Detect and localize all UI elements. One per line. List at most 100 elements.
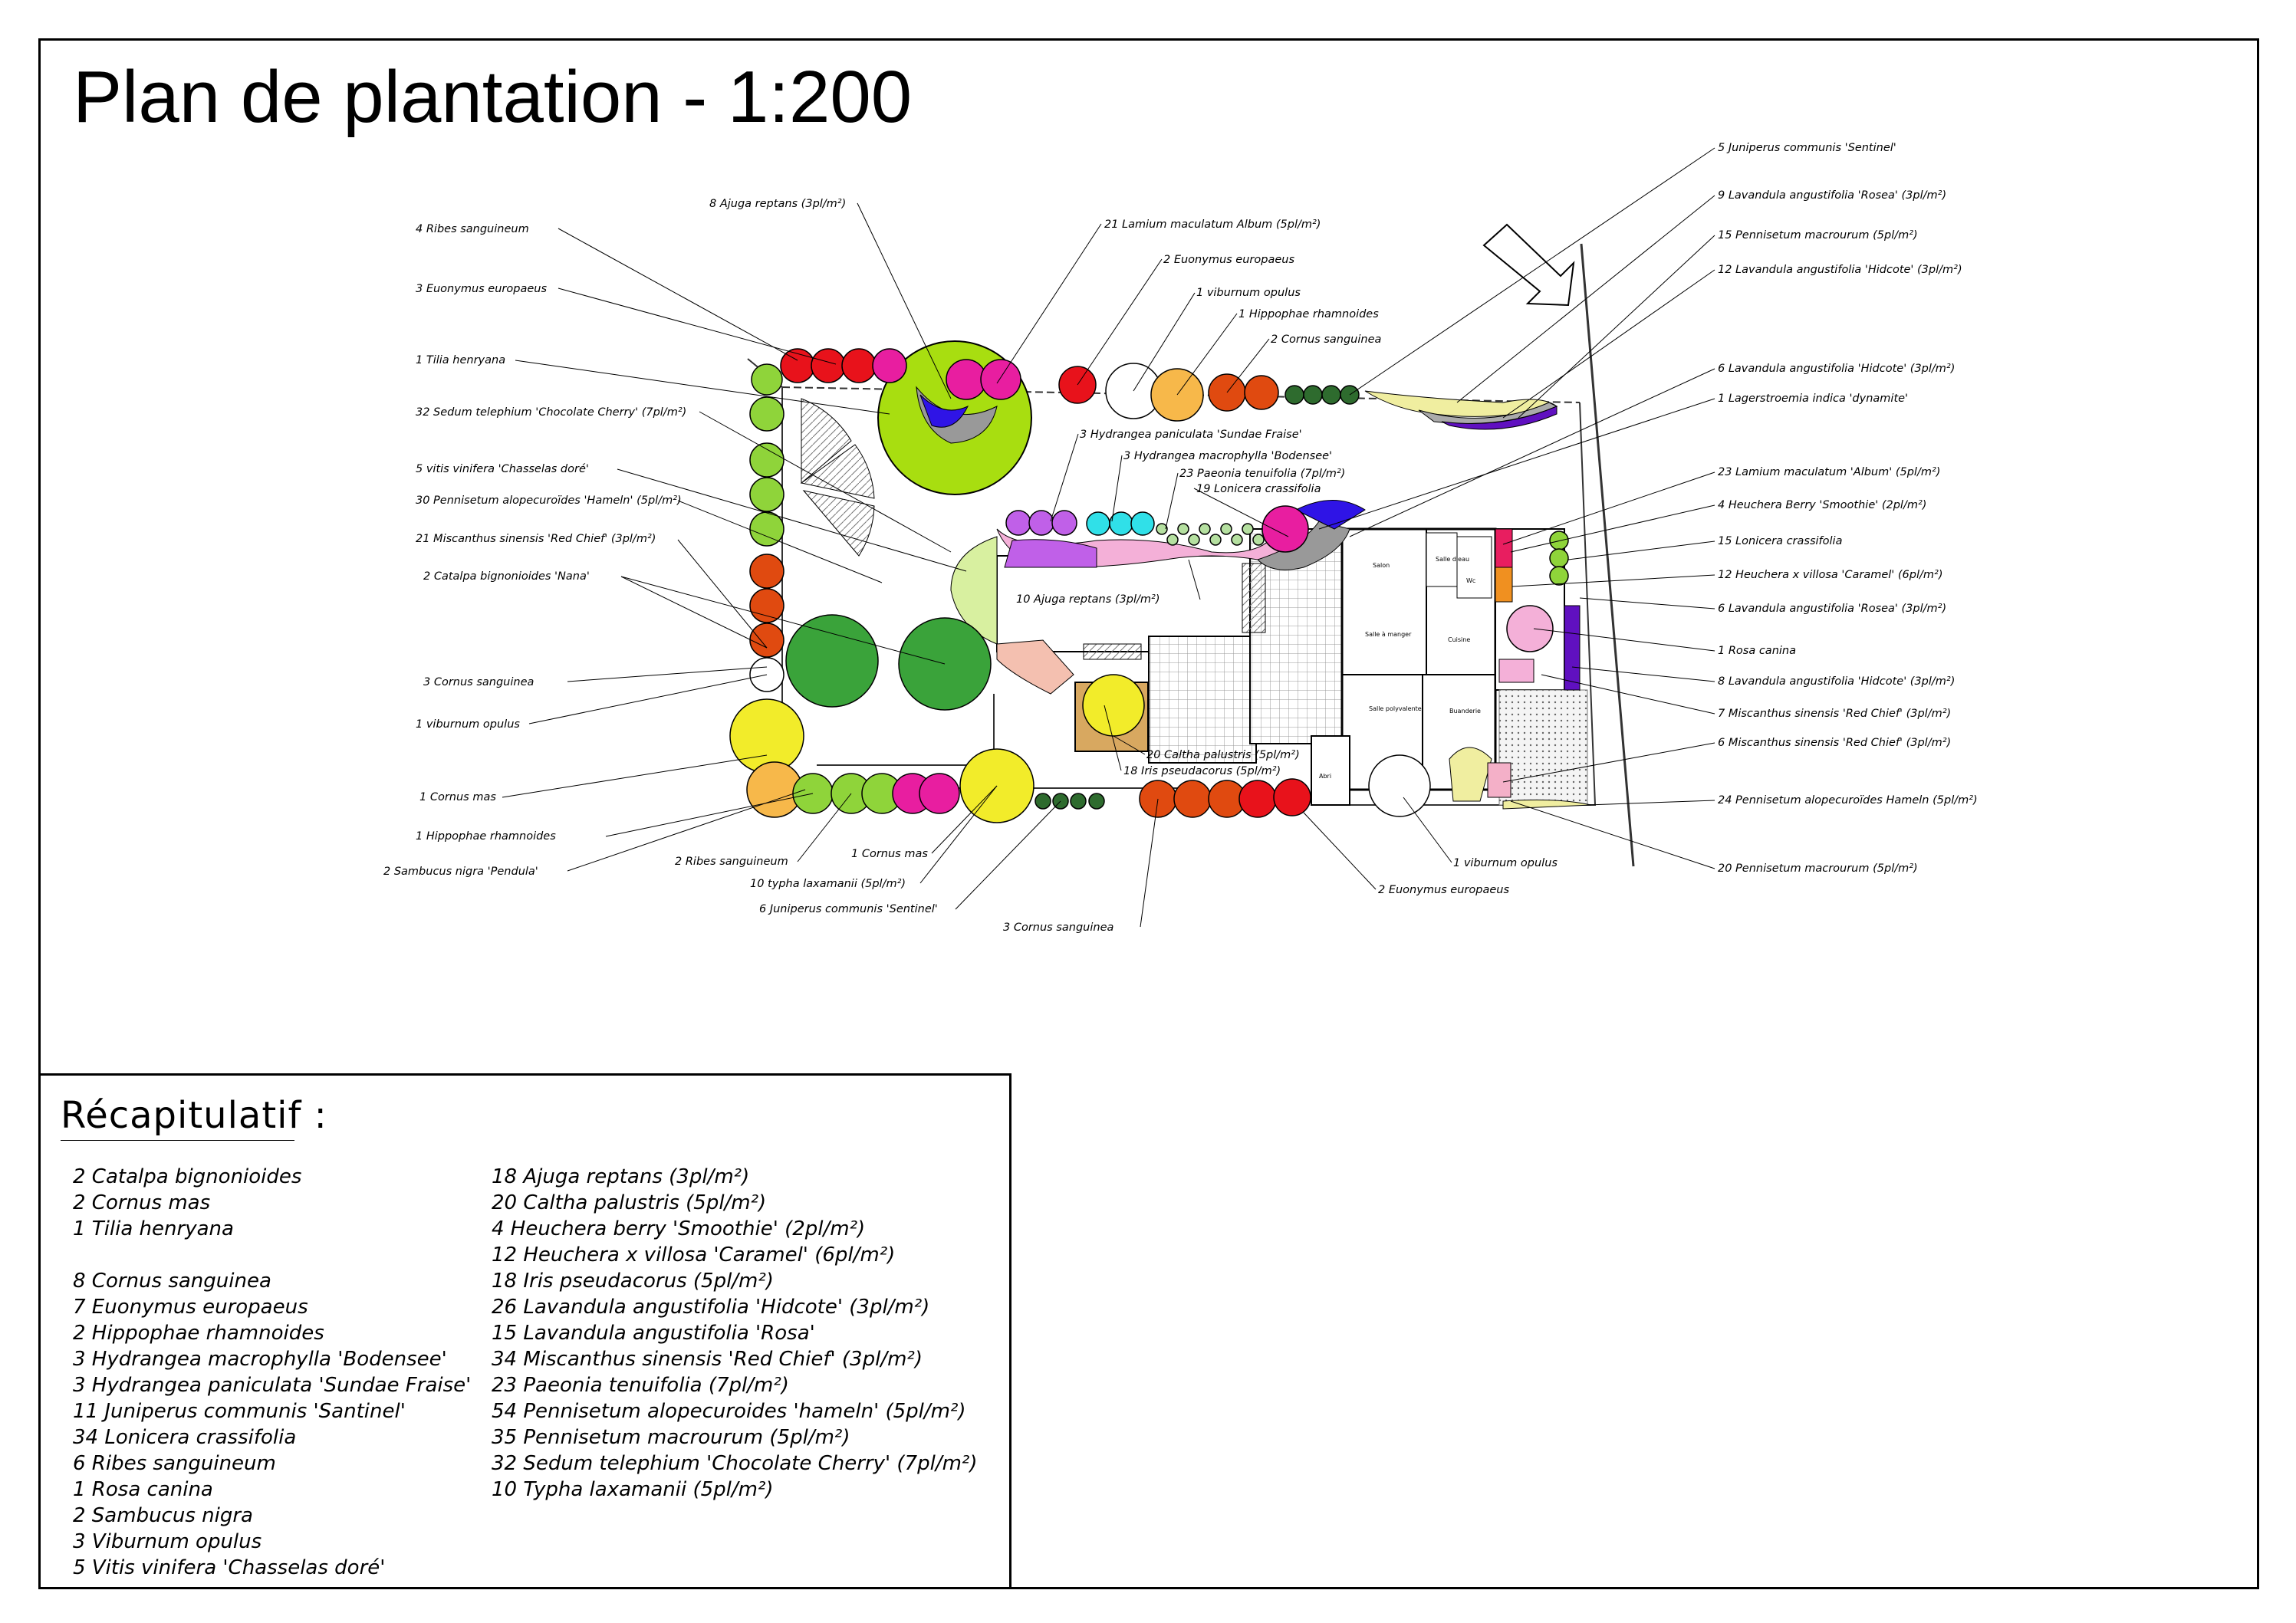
leader-line	[1541, 674, 1715, 715]
leader-line	[620, 576, 768, 649]
summary-item	[73, 1242, 471, 1268]
leader-line	[1113, 735, 1146, 755]
leader-line	[1567, 540, 1715, 560]
summary-item: 3 Hydrangea paniculata 'Sundae Fraise'	[73, 1374, 472, 1397]
label-heuchera-berry: 4 Heuchera Berry 'Smoothie' (2pl/m²)	[1718, 499, 1926, 511]
leader-lines	[502, 147, 1715, 928]
summary-item: 3 Viburnum opulus	[73, 1530, 262, 1553]
label-viburnum-opulus-1c: 1 viburnum opulus	[1453, 857, 1558, 869]
leader-line	[1587, 800, 1715, 806]
label-juniperus-communis-5: 5 Juniperus communis 'Sentinel'	[1718, 142, 1896, 154]
room-salon: Salon	[1373, 562, 1390, 569]
leader-line	[1193, 488, 1289, 537]
leader-line	[1349, 147, 1715, 396]
leader-line	[797, 793, 852, 862]
label-lamium-maculatum-21: 21 Lamium maculatum Album (5pl/m²)	[1104, 218, 1321, 231]
shrub-marker	[919, 773, 960, 814]
summary-item: 20 Caltha palustris (5pl/m²)	[492, 1191, 767, 1214]
label-heuchera-caramel: 12 Heuchera x villosa 'Caramel' (6pl/m²)	[1718, 569, 1943, 581]
leader-line	[1188, 559, 1201, 600]
shrub-marker	[1088, 793, 1105, 810]
label-iris-pseudacorus: 18 Iris pseudacorus (5pl/m²)	[1123, 765, 1281, 777]
label-lavandula-hidcote-6: 6 Lavandula angustifolia 'Hidcote' (3pl/…	[1718, 363, 1955, 375]
leader-line	[528, 674, 768, 724]
leader-line	[1456, 195, 1715, 403]
shrub-marker	[1070, 793, 1087, 810]
shrub-marker	[1173, 780, 1212, 818]
shrub-marker	[1035, 793, 1051, 810]
summary-item: 34 Lonicera crassifolia	[73, 1426, 297, 1449]
label-miscanthus-sinensis-6: 6 Miscanthus sinensis 'Red Chief' (3pl/m…	[1718, 737, 1951, 749]
shrub-marker	[1244, 375, 1279, 410]
leader-line	[567, 666, 768, 682]
summary-item: 15 Lavandula angustifolia 'Rosa'	[492, 1322, 815, 1345]
label-cornus-mas-1b: 1 Cornus mas	[851, 848, 928, 860]
room-salle-manger: Salle à manger	[1365, 631, 1412, 638]
summary-item: 3 Hydrangea macrophylla 'Bodensee'	[73, 1348, 447, 1371]
shrub-marker	[1005, 510, 1031, 536]
summary-item: 6 Ribes sanguineum	[73, 1452, 276, 1475]
leader-line	[1403, 797, 1452, 863]
lonicera-dot	[1209, 534, 1222, 546]
leader-line	[1510, 800, 1715, 869]
label-ajuga-reptans-8: 8 Ajuga reptans (3pl/m²)	[709, 198, 846, 210]
label-cornus-sanguinea-2: 2 Cornus sanguinea	[1271, 333, 1381, 346]
room-salle-eau: Salle d'eau	[1436, 556, 1469, 563]
leader-line	[1502, 269, 1715, 419]
leader-line	[1226, 338, 1270, 393]
summary-item: 54 Pennisetum alopecuroides 'hameln' (5p…	[492, 1400, 966, 1423]
shrub-marker	[1086, 511, 1110, 536]
lonicera-dot	[1188, 534, 1200, 546]
leader-line	[1533, 628, 1715, 652]
leader-line	[1104, 705, 1122, 771]
summary-item: 32 Sedum telephium 'Chocolate Cherry' (7…	[492, 1452, 978, 1475]
label-sambucus-nigra: 2 Sambucus nigra 'Pendula'	[383, 866, 538, 878]
shrub-marker	[1028, 510, 1054, 536]
leader-line	[699, 411, 952, 553]
label-rosa-canina: 1 Rosa canina	[1718, 645, 1796, 657]
summary-item: 2 Sambucus nigra	[73, 1504, 253, 1527]
lonicera-dot	[1252, 534, 1265, 546]
shrub-marker	[841, 348, 877, 383]
leader-line	[1579, 597, 1715, 609]
label-juniperus-communis-6: 6 Juniperus communis 'Sentinel'	[759, 903, 938, 915]
label-hydrangea-macrophylla: 3 Hydrangea macrophylla 'Bodensee'	[1123, 450, 1332, 462]
leader-line	[1349, 368, 1715, 537]
room-labels: Salon Salle à manger Cuisine Salle polyv…	[1319, 556, 1481, 780]
leader-line	[1571, 666, 1715, 682]
summary-heading-underline	[61, 1140, 294, 1141]
label-sedum-telephium: 32 Sedum telephium 'Chocolate Cherry' (7…	[416, 406, 686, 419]
leader-line	[617, 468, 967, 572]
leader-line	[515, 360, 890, 415]
shrub-marker	[749, 477, 785, 512]
summary-item: 35 Pennisetum macrourum (5pl/m²)	[492, 1426, 850, 1449]
leader-line	[1318, 398, 1715, 530]
leader-line	[1165, 472, 1179, 530]
label-lamium-maculatum-23: 23 Lamium maculatum 'Album' (5pl/m²)	[1718, 466, 1940, 478]
lonicera-dot	[1220, 523, 1232, 535]
label-pennisetum-alopecuroides-24: 24 Pennisetum alopecuroïdes Hameln (5pl/…	[1718, 794, 1978, 807]
label-miscanthus-sinensis-7: 7 Miscanthus sinensis 'Red Chief' (3pl/m…	[1718, 708, 1951, 720]
leader-line	[955, 800, 1061, 910]
summary-item: 2 Hippophae rhamnoides	[73, 1322, 324, 1345]
summary-item: 7 Euonymus europaeus	[73, 1296, 308, 1319]
label-lagerstroemia-indica: 1 Lagerstroemia indica 'dynamite'	[1718, 393, 1908, 405]
label-lavandula-hidcote-12: 12 Lavandula angustifolia 'Hidcote' (3pl…	[1718, 264, 1962, 276]
shrub-marker	[1303, 385, 1323, 405]
shrub-marker	[1285, 385, 1304, 405]
leader-line	[919, 785, 998, 884]
label-euonymus-europaeus-3: 3 Euonymus europaeus	[416, 283, 547, 295]
room-cuisine: Cuisine	[1448, 636, 1470, 643]
shrub-marker	[872, 348, 907, 383]
label-cornus-sanguinea-3a: 3 Cornus sanguinea	[423, 676, 534, 688]
shrub-marker	[1368, 754, 1431, 817]
lonicera-dot	[1199, 523, 1211, 535]
leader-line	[502, 754, 768, 798]
shrub-marker	[1082, 674, 1145, 737]
summary-item: 26 Lavandula angustifolia 'Hidcote' (3pl…	[492, 1296, 930, 1319]
leader-line	[1510, 504, 1715, 553]
label-viburnum-opulus-1b: 1 viburnum opulus	[1196, 287, 1301, 299]
summary-item: 10 Typha laxamanii (5pl/m²)	[492, 1478, 774, 1501]
summary-item: 34 Miscanthus sinensis 'Red Chief' (3pl/…	[492, 1348, 923, 1371]
